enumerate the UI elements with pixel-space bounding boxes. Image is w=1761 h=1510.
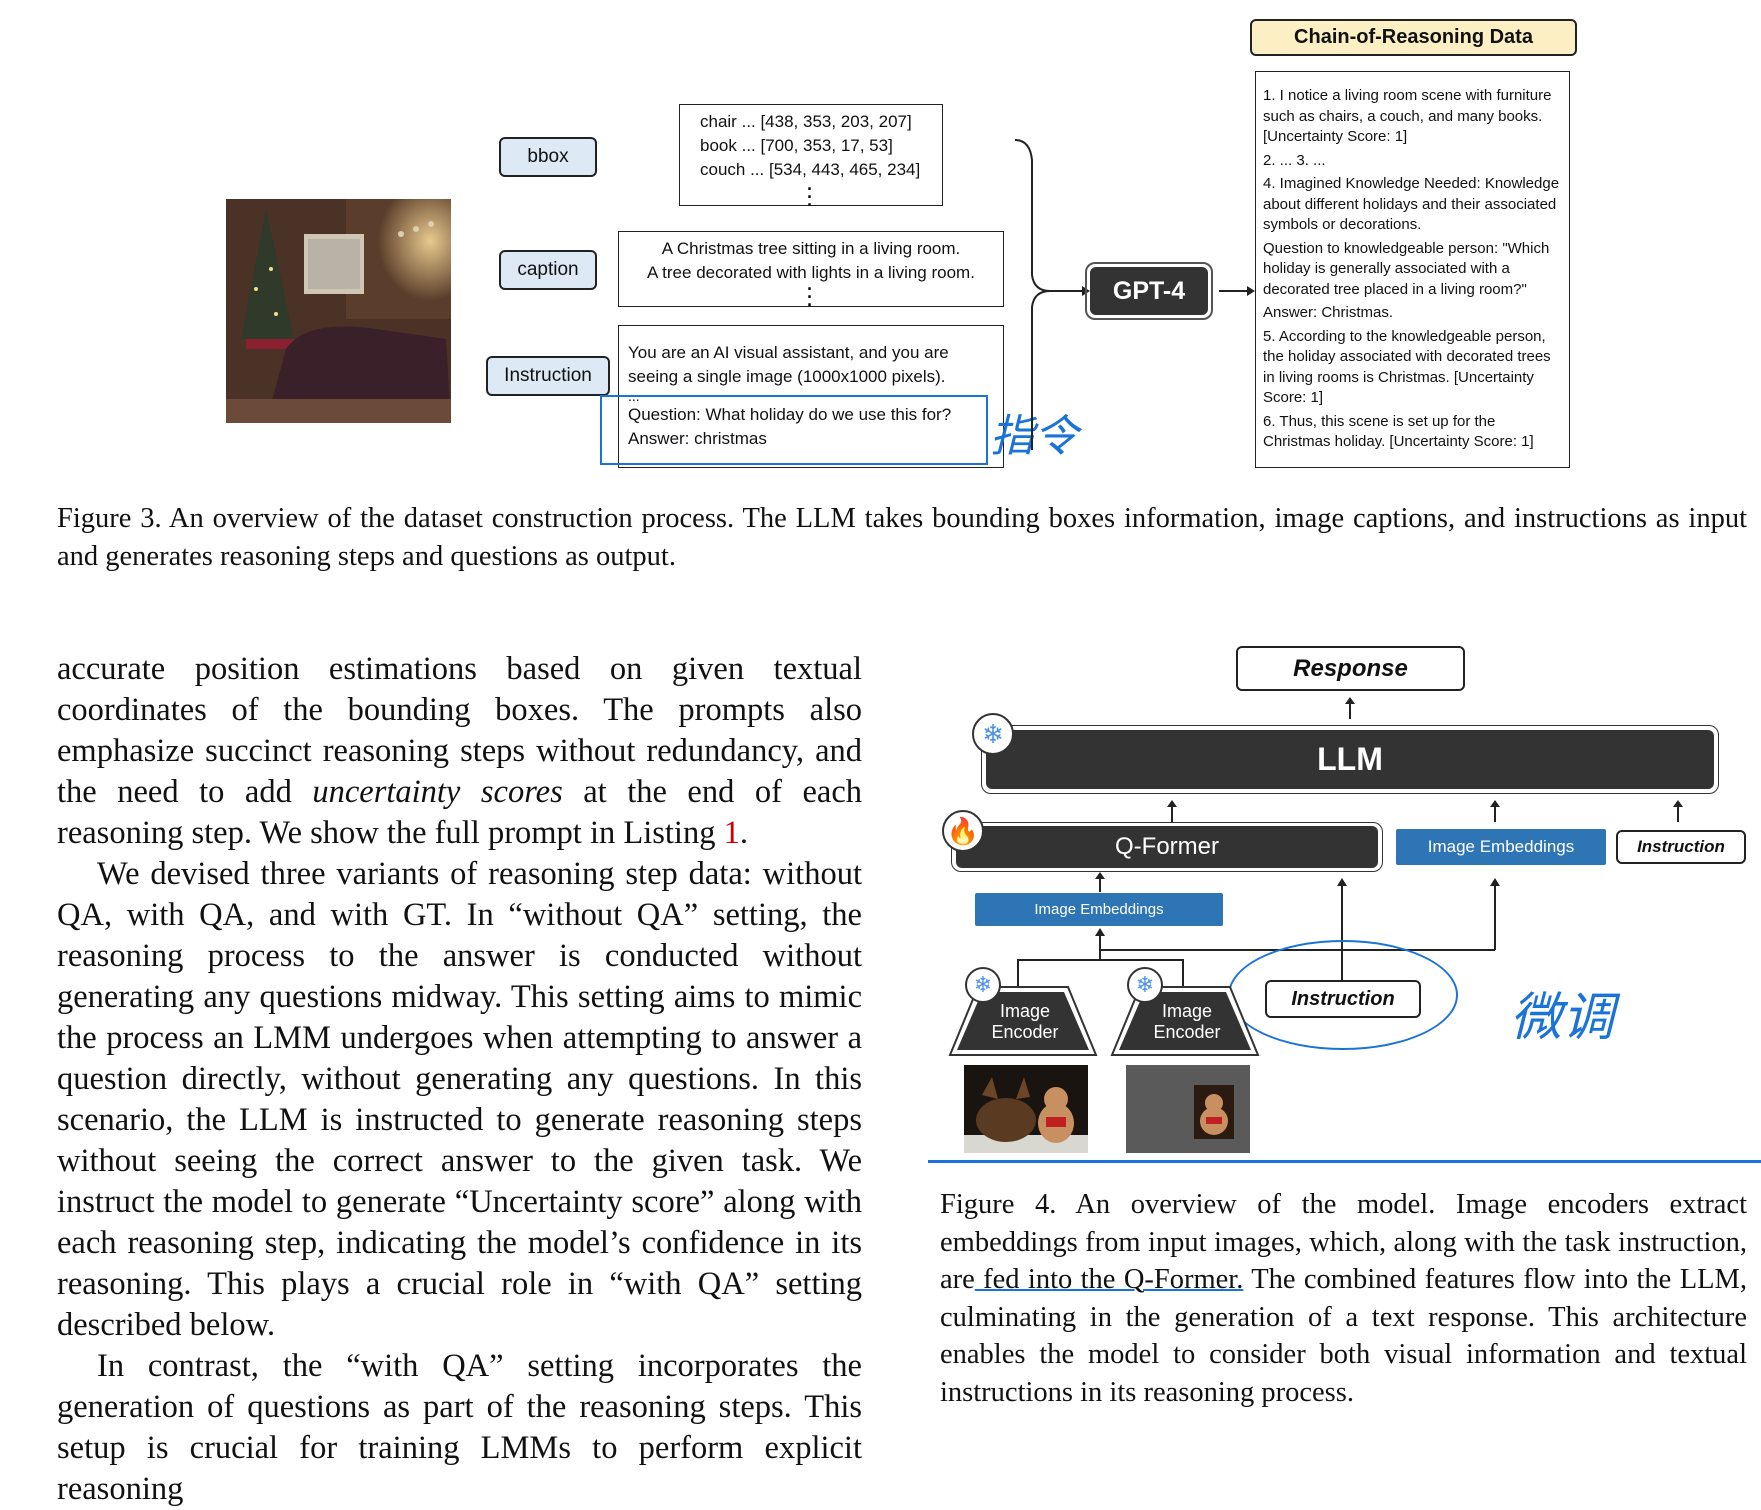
merge-brace (1014, 139, 1090, 450)
caption-label: caption (499, 250, 597, 290)
body-paragraph-3: In contrast, the “with QA” setting incor… (57, 1348, 862, 1507)
figure-4-caption: Figure 4. An overview of the model. Imag… (940, 1186, 1747, 1411)
emphasis-text: uncertainty scores (312, 774, 563, 810)
arrow-up-icon (1673, 800, 1683, 822)
caption-label-text: caption (517, 259, 579, 280)
living-room-photo (226, 199, 451, 423)
paragraph-text: accurate position estimations based on g… (57, 651, 862, 810)
llm-box: LLM (986, 730, 1714, 789)
dog-teddy-photo (964, 1065, 1088, 1153)
caption-line: A Christmas tree sitting in a living roo… (661, 239, 961, 258)
instruction-label: Instruction (486, 356, 610, 396)
arrow-right-icon (1219, 286, 1255, 296)
caption-text: Figure 4. An overview of the model. Imag… (940, 1189, 1747, 1295)
caption-box: A Christmas tree sitting in a living roo… (618, 231, 1004, 315)
reasoning-step: 1. I notice a living room scene with fur… (1263, 87, 1552, 145)
reasoning-step: 2. ... 3. ... (1263, 151, 1326, 169)
gpt4-label: GPT-4 (1112, 276, 1186, 305)
image-encoder-1-label: Image Encoder (991, 1001, 1059, 1042)
flame-icon: 🔥 (942, 810, 984, 852)
gpt4-box: GPT-4 (1090, 267, 1208, 315)
qformer-box: Q-Former (956, 826, 1378, 868)
qformer-label: Q-Former (1115, 833, 1219, 860)
body-paragraph-2: We devised three variants of reasoning s… (57, 856, 862, 1343)
llm-label: LLM (1317, 741, 1383, 777)
annotation-line (928, 1160, 1761, 1163)
arrow-up-icon (1167, 800, 1177, 822)
response-box: Response (1236, 646, 1465, 691)
snowflake-icon: ❄ (1127, 967, 1163, 1003)
instruction-label-text: Instruction (504, 365, 592, 386)
image-embeddings-label: Image Embeddings (1427, 837, 1575, 856)
bbox-line: couch ... [534, 443, 465, 234] (700, 160, 921, 179)
instruction-label: Instruction (1637, 837, 1725, 856)
ellipsis-vertical: ··· (807, 279, 813, 315)
chain-of-reasoning-title: Chain-of-Reasoning Data (1250, 19, 1577, 56)
llm-outline (981, 725, 1719, 794)
caption-text: The combined features flow into the LLM,… (940, 1264, 1747, 1408)
image-encoder-1-shape (948, 986, 1098, 1056)
chain-of-reasoning-title-text: Chain-of-Reasoning Data (1294, 26, 1533, 48)
image-embeddings-box-left: Image Embeddings (975, 893, 1223, 926)
image-encoder-2-shape (1110, 986, 1260, 1056)
bbox-line: chair ... [438, 353, 203, 207] (700, 112, 912, 131)
paragraph-text: . (739, 815, 748, 851)
handwritten-annotation: 微调 (1510, 988, 1615, 1048)
reasoning-step: 4. Imagined Knowledge Needed: Knowledge … (1263, 175, 1560, 233)
reasoning-step: 6. Thus, this scene is set up for the Ch… (1263, 412, 1534, 451)
reasoning-step: Answer: Christmas. (1263, 304, 1394, 321)
bbox-label: bbox (499, 137, 597, 177)
caption-underlined-text: fed into the Q-Former. (974, 1264, 1244, 1295)
paragraph-text: at the end of each reasoning step. We sh… (57, 774, 862, 851)
listing-reference-link[interactable]: 1 (723, 815, 740, 851)
reasoning-step: 5. According to the knowledgeable person… (1263, 327, 1551, 407)
image-embeddings-box-right: Image Embeddings (1396, 829, 1606, 865)
image-embeddings-label: Image Embeddings (1034, 901, 1164, 918)
instruction-line: Question: What holiday do we use this fo… (628, 405, 952, 424)
response-label: Response (1293, 654, 1408, 682)
annotation-ellipse (1228, 940, 1458, 1050)
body-paragraph-1: accurate position estimations based on g… (57, 649, 862, 854)
snowflake-icon: ❄ (965, 967, 1001, 1003)
snowflake-icon: ❄ (972, 713, 1014, 755)
instruction-line: Answer: christmas (628, 429, 767, 448)
handwritten-annotation: 指令 (990, 411, 1078, 462)
caption-line: A tree decorated with lights in a living… (647, 263, 975, 282)
instruction-box-right: Instruction (1616, 830, 1746, 864)
teddy-crop-photo (1126, 1065, 1250, 1153)
instruction-line: seeing a single image (1000x1000 pixels)… (628, 367, 946, 386)
gpt4-outline (1085, 262, 1213, 320)
chain-of-reasoning-box: 1. I notice a living room scene with fur… (1255, 71, 1570, 468)
bbox-line: book ... [700, 353, 17, 53] (700, 136, 893, 155)
arrow-up-icon (1490, 800, 1500, 822)
instruction-line: You are an AI visual assistant, and you … (628, 343, 949, 362)
reasoning-step: Question to knowledgeable person: "Which… (1263, 239, 1550, 298)
annotation-highlight-box (600, 395, 988, 465)
arrow-up-icon (1095, 872, 1105, 892)
image-encoder-2-label: Image Encoder (1153, 1001, 1221, 1042)
ellipsis-vertical: ··· (807, 179, 813, 215)
bbox-label-text: bbox (527, 146, 569, 167)
bbox-box: chair ... [438, 353, 203, 207] book ... … (679, 104, 943, 215)
arrow-up-icon (1345, 697, 1355, 719)
figure-3-caption: Figure 3. An overview of the dataset con… (57, 503, 1747, 572)
